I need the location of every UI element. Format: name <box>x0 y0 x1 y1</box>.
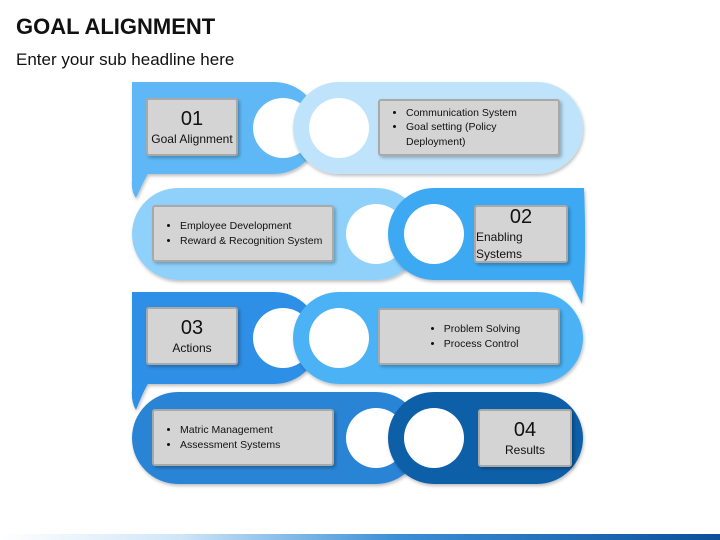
row1-right-ring-hole <box>309 98 369 158</box>
step-items-box-02: Employee Development Reward & Recognitio… <box>152 205 334 262</box>
step-number-box-01: 01 Goal Alignment <box>146 98 238 156</box>
row3-right-ring-hole <box>309 308 369 368</box>
step-items-list: Employee Development Reward & Recognitio… <box>154 219 322 247</box>
list-item: Reward & Recognition System <box>180 234 322 248</box>
list-item: Assessment Systems <box>180 438 280 452</box>
page-subtitle: Enter your sub headline here <box>16 50 235 69</box>
list-item: Process Control <box>444 337 520 351</box>
step-items-list: Matric Management Assessment Systems <box>154 423 280 451</box>
step-number: 04 <box>513 418 537 441</box>
list-item: Communication System <box>406 106 558 120</box>
page-title: GOAL ALIGNMENT <box>16 14 216 39</box>
step-label: Enabling Systems <box>476 230 523 261</box>
step-label: Results <box>504 442 545 457</box>
step-items-box-03: Problem Solving Process Control <box>378 308 560 365</box>
step-number-box-04: 04 Results <box>478 409 572 467</box>
list-item: Matric Management <box>180 423 280 437</box>
footer-gradient-bar <box>0 534 720 540</box>
step-number: 03 <box>180 316 204 339</box>
step-number: 02 <box>509 206 533 229</box>
list-item: Employee Development <box>180 219 322 233</box>
step-items-list: Problem Solving Process Control <box>418 322 520 350</box>
step-number-box-02: 02 Enabling Systems <box>474 205 568 263</box>
step-label: Actions <box>172 340 212 355</box>
list-item: Goal setting (Policy Deployment) <box>406 120 558 148</box>
step-items-box-01: Communication System Goal setting (Polic… <box>378 99 560 156</box>
row2-right-ring-hole <box>404 204 464 264</box>
step-label: Goal Alignment <box>151 131 233 146</box>
row4-right-ring-hole <box>404 408 464 468</box>
step-number: 01 <box>180 107 204 130</box>
step-items-box-04: Matric Management Assessment Systems <box>152 409 334 466</box>
step-items-list: Communication System Goal setting (Polic… <box>380 106 558 149</box>
step-number-box-03: 03 Actions <box>146 307 238 365</box>
list-item: Problem Solving <box>444 322 520 336</box>
